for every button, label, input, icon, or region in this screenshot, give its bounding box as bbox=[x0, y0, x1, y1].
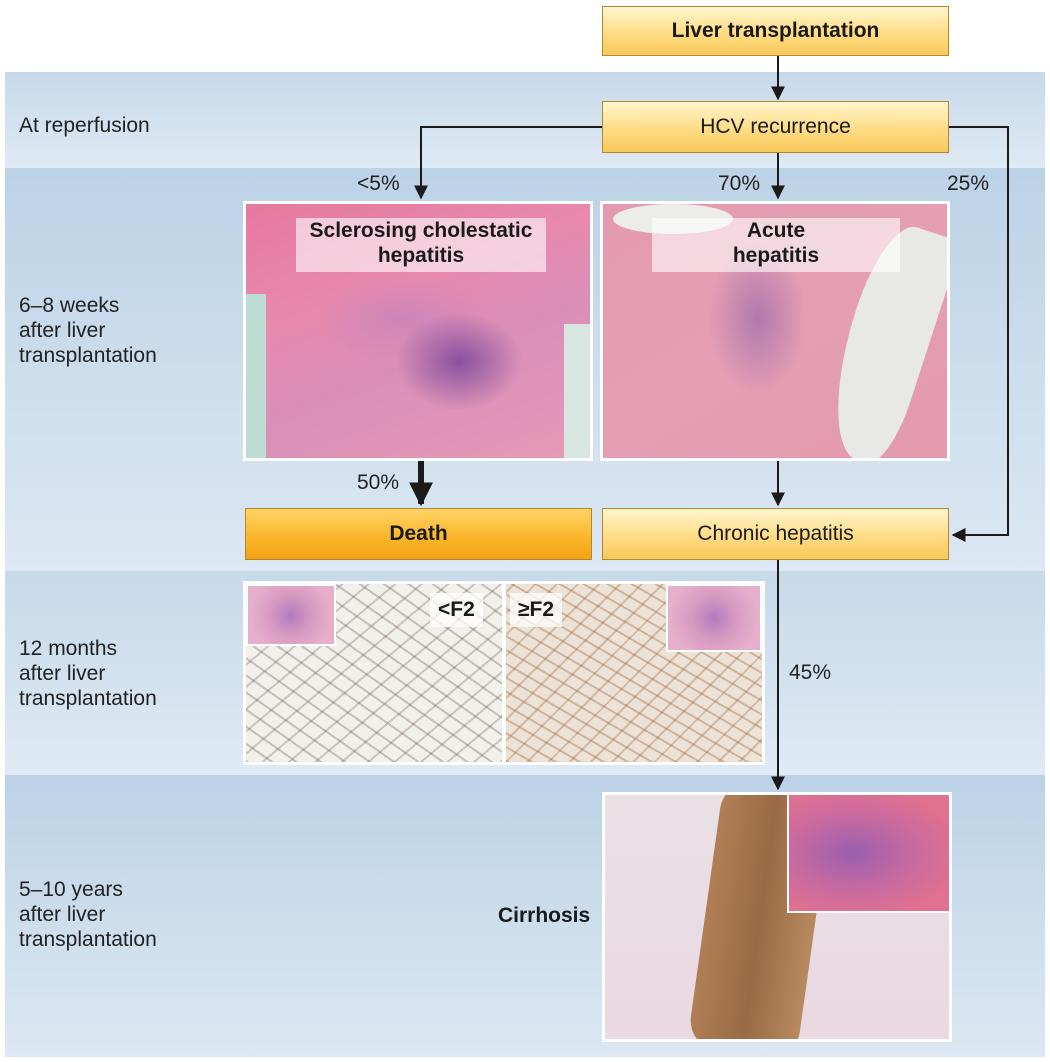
histology-gap bbox=[246, 294, 266, 458]
he-inset bbox=[666, 584, 762, 652]
cirrhosis-label: Cirrhosis bbox=[498, 904, 591, 927]
middle-branch-percent: 70% bbox=[718, 172, 761, 195]
death-box: Death bbox=[245, 508, 592, 560]
right-branch-percent: 25% bbox=[947, 172, 990, 195]
fibrosis-low-label: <F2 bbox=[430, 593, 483, 627]
arrow-to-sclerosing bbox=[414, 126, 602, 200]
row-label-reperfusion: At reperfusion bbox=[19, 114, 150, 137]
cirrhosis-image bbox=[602, 792, 952, 1042]
liver-transplantation-box: Liver transplantation bbox=[602, 6, 949, 56]
row-label-5-10-years: 5–10 years after liver transplantation bbox=[19, 878, 157, 951]
hcv-recurrence-box: HCV recurrence bbox=[602, 101, 949, 153]
he-inset bbox=[246, 584, 336, 646]
sclerosing-label: Sclerosing cholestatic hepatitis bbox=[296, 218, 546, 272]
chronic-hepatitis-box: Chronic hepatitis bbox=[602, 508, 949, 560]
row-label-6-8-weeks: 6–8 weeks after liver transplantation bbox=[19, 294, 157, 367]
he-inset bbox=[787, 795, 949, 913]
row-label-12-months: 12 months after liver transplantation bbox=[19, 637, 157, 710]
cirrhosis-percent: 45% bbox=[789, 661, 832, 684]
left-branch-percent: <5% bbox=[357, 172, 400, 195]
arrow-to-chronic-direct bbox=[949, 126, 1009, 542]
fibrosis-high-label: ≥F2 bbox=[510, 593, 563, 627]
death-percent: 50% bbox=[357, 471, 400, 494]
acute-label: Acute hepatitis bbox=[652, 218, 900, 272]
histology-gap bbox=[564, 324, 590, 458]
